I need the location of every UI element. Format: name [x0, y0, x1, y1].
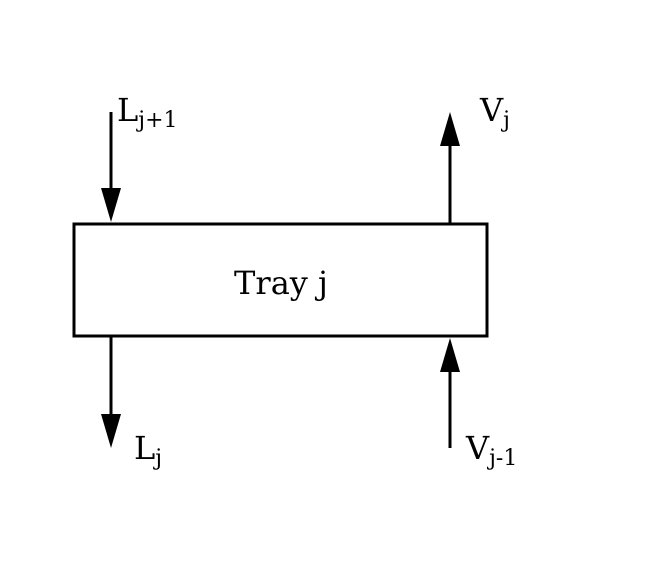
tray-box — [72, 222, 489, 338]
vapor-in-arrow — [440, 338, 460, 448]
vapor-out-label: Vj — [479, 91, 510, 133]
tray-label: Tray j — [234, 264, 328, 302]
vapor-out-arrow — [440, 112, 460, 224]
liquid-in-label: Lj+1 — [117, 91, 178, 133]
liquid-out-label: Lj — [134, 429, 162, 471]
liquid-in-arrow — [101, 112, 121, 222]
vapor-in-label: Vj-1 — [465, 429, 517, 471]
liquid-out-arrow — [101, 336, 121, 448]
